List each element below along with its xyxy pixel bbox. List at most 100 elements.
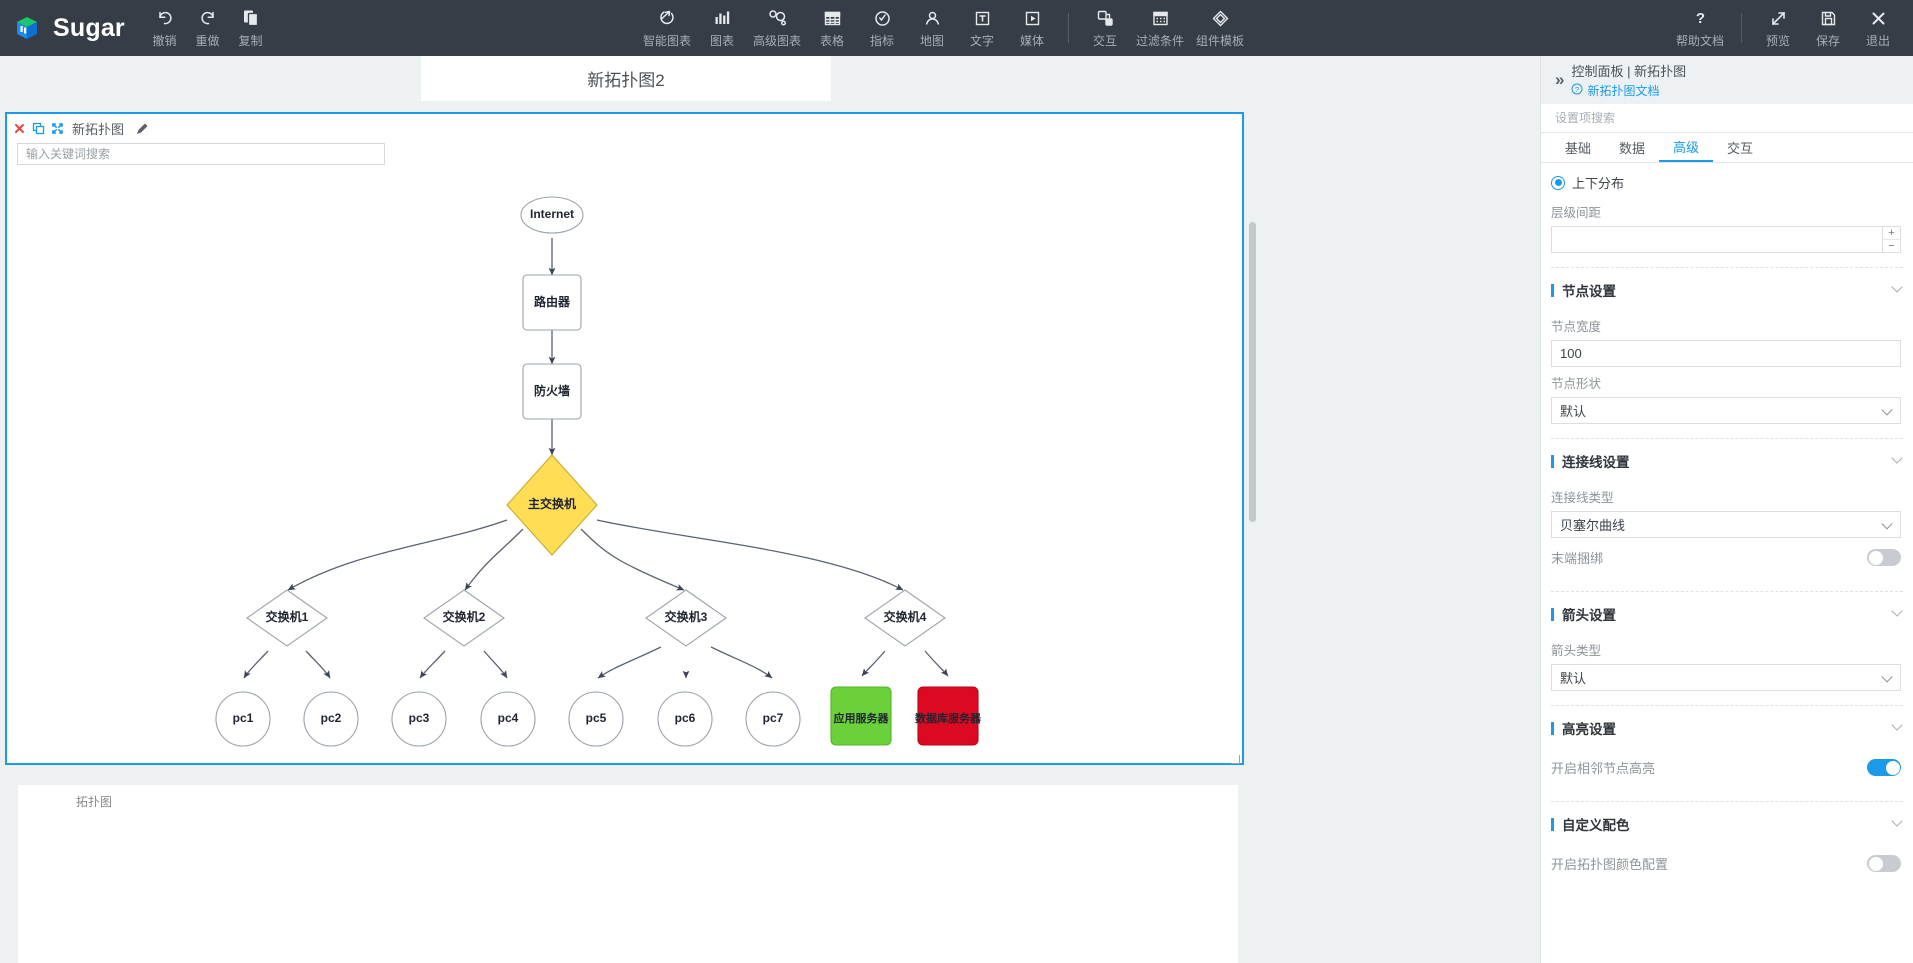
topology-nodes[interactable]: Internet 路由器 防火墙 主交换机 bbox=[215, 196, 982, 747]
edge-type-select[interactable]: 贝塞尔曲线 bbox=[1551, 511, 1901, 538]
level-spacing-stepper[interactable]: + − bbox=[1882, 227, 1900, 252]
component-template-button[interactable]: 组件模板 bbox=[1190, 7, 1250, 49]
layout-radio-vertical[interactable]: 上下分布 bbox=[1541, 163, 1913, 196]
level-spacing-label: 层级间距 bbox=[1551, 206, 1602, 220]
topology-widget[interactable]: 新拓扑图 bbox=[5, 112, 1244, 765]
neighbor-highlight-label: 开启相邻节点高亮 bbox=[1551, 761, 1656, 776]
component-template-icon bbox=[1210, 7, 1231, 29]
pencil-icon[interactable] bbox=[136, 122, 149, 135]
exit-button[interactable]: 退出 bbox=[1853, 7, 1903, 49]
node-label-app-server: 应用服务器 bbox=[834, 711, 890, 725]
node-label-pc1: pc1 bbox=[233, 711, 254, 725]
node-width-input[interactable]: 100 bbox=[1551, 340, 1901, 367]
filter-icon bbox=[1150, 7, 1171, 29]
node-pc4[interactable]: pc4 bbox=[480, 691, 536, 747]
smart-chart-button[interactable]: 智能图表 bbox=[637, 7, 697, 49]
canvas-scrollbar[interactable] bbox=[1248, 112, 1257, 765]
widget-resize-handle[interactable] bbox=[1230, 751, 1240, 764]
widget-fullscreen-icon[interactable] bbox=[51, 122, 64, 135]
sugar-cube-logo bbox=[12, 13, 42, 43]
settings-search-row bbox=[1541, 104, 1913, 133]
section-arrow-settings-header[interactable]: 箭头设置 bbox=[1541, 592, 1913, 634]
topology-search-input[interactable] bbox=[17, 143, 385, 165]
topology-color-config-toggle[interactable] bbox=[1867, 855, 1901, 872]
node-pc6[interactable]: pc6 bbox=[657, 691, 713, 747]
topology-graph[interactable]: Internet 路由器 防火墙 主交换机 bbox=[7, 165, 1242, 760]
top-toolbar: Sugar 撤销 重做 bbox=[0, 0, 1913, 56]
interaction-button[interactable]: 交互 bbox=[1080, 7, 1130, 49]
tab-advanced[interactable]: 高级 bbox=[1659, 133, 1714, 162]
section-edge-settings-header[interactable]: 连接线设置 bbox=[1541, 439, 1913, 481]
save-button[interactable]: 保存 bbox=[1803, 7, 1853, 49]
save-label: 保存 bbox=[1815, 34, 1840, 48]
section-node-settings-header[interactable]: 节点设置 bbox=[1541, 268, 1913, 310]
chevron-down-icon[interactable] bbox=[1891, 815, 1903, 827]
edge-type-field: 连接线类型 贝塞尔曲线 bbox=[1541, 481, 1913, 538]
section-custom-color-header[interactable]: 自定义配色 bbox=[1541, 802, 1913, 844]
smart-chart-icon bbox=[657, 7, 678, 29]
settings-panel-body[interactable]: 上下分布 层级间距 + − 节点设置 节点宽度 100 bbox=[1541, 163, 1913, 961]
media-button[interactable]: 媒体 bbox=[1007, 7, 1057, 49]
node-pc7[interactable]: pc7 bbox=[745, 691, 801, 747]
node-router[interactable]: 路由器 bbox=[522, 274, 582, 331]
arrow-type-select[interactable]: 默认 bbox=[1551, 664, 1901, 691]
brand-name: Sugar bbox=[53, 13, 125, 42]
section-highlight-settings-header[interactable]: 高亮设置 bbox=[1541, 706, 1913, 748]
node-switch-1[interactable]: 交换机1 bbox=[246, 589, 328, 647]
doc-link[interactable]: ? 新拓扑图文档 bbox=[1571, 82, 1686, 99]
section-custom-color-title: 自定义配色 bbox=[1562, 818, 1630, 833]
map-button[interactable]: 地图 bbox=[907, 7, 957, 49]
section-accent-bar bbox=[1551, 721, 1554, 735]
close-x-icon bbox=[1868, 7, 1889, 29]
node-pc5[interactable]: pc5 bbox=[568, 691, 624, 747]
help-doc-button[interactable]: ? 帮助文档 bbox=[1670, 7, 1730, 49]
redo-icon bbox=[198, 7, 218, 29]
exit-label: 退出 bbox=[1865, 34, 1890, 48]
arrow-type-field: 箭头类型 默认 bbox=[1541, 634, 1913, 691]
double-chevron-right-icon[interactable]: » bbox=[1555, 70, 1565, 89]
stepper-decrement[interactable]: − bbox=[1888, 240, 1895, 252]
chevron-down-icon[interactable] bbox=[1891, 452, 1903, 464]
section-node-settings-title: 节点设置 bbox=[1562, 284, 1616, 299]
chart-button[interactable]: 图表 bbox=[697, 7, 747, 49]
topology-svg: Internet 路由器 防火墙 主交换机 bbox=[215, 196, 982, 747]
node-pc2[interactable]: pc2 bbox=[303, 691, 359, 747]
tab-data[interactable]: 数据 bbox=[1619, 141, 1646, 156]
filter-button[interactable]: 过滤条件 bbox=[1130, 7, 1190, 49]
node-app-server[interactable]: 应用服务器 bbox=[830, 686, 892, 746]
node-pc3[interactable]: pc3 bbox=[391, 691, 447, 747]
node-switch-4[interactable]: 交换机4 bbox=[864, 589, 946, 647]
undo-button[interactable]: 撤销 bbox=[143, 7, 186, 49]
layout-radio-label: 上下分布 bbox=[1572, 176, 1625, 191]
node-internet[interactable]: Internet bbox=[520, 196, 584, 234]
node-pc1[interactable]: pc1 bbox=[215, 691, 271, 747]
node-switch-3[interactable]: 交换机3 bbox=[645, 589, 727, 647]
stepper-increment[interactable]: + bbox=[1883, 227, 1900, 240]
preview-button[interactable]: 预览 bbox=[1753, 7, 1803, 49]
chevron-down-icon[interactable] bbox=[1891, 605, 1903, 617]
text-button[interactable]: 文字 bbox=[957, 7, 1007, 49]
section-edge-settings-title: 连接线设置 bbox=[1562, 455, 1630, 470]
node-main-switch[interactable]: 主交换机 bbox=[506, 454, 598, 556]
settings-search-input[interactable] bbox=[1555, 111, 1875, 125]
widget-close-icon[interactable] bbox=[13, 122, 26, 135]
redo-button[interactable]: 重做 bbox=[186, 7, 229, 49]
table-button[interactable]: 表格 bbox=[807, 7, 857, 49]
chevron-down-icon[interactable] bbox=[1891, 719, 1903, 731]
widget-duplicate-icon[interactable] bbox=[32, 122, 45, 135]
node-shape-select[interactable]: 默认 bbox=[1551, 397, 1901, 424]
level-spacing-input[interactable]: + − bbox=[1551, 226, 1901, 253]
node-switch-2[interactable]: 交换机2 bbox=[423, 589, 505, 647]
edge-bundling-toggle[interactable] bbox=[1867, 549, 1901, 566]
lower-widget[interactable]: 拓扑图 bbox=[18, 785, 1238, 963]
canvas-scrollbar-thumb[interactable] bbox=[1249, 222, 1256, 522]
node-firewall[interactable]: 防火墙 bbox=[522, 363, 582, 420]
node-db-server[interactable]: 数据库服务器 bbox=[915, 686, 982, 746]
metric-button[interactable]: 指标 bbox=[857, 7, 907, 49]
chevron-down-icon[interactable] bbox=[1891, 281, 1903, 293]
copy-button[interactable]: 复制 bbox=[229, 7, 272, 49]
tab-interaction[interactable]: 交互 bbox=[1727, 141, 1754, 156]
tab-basic[interactable]: 基础 bbox=[1565, 141, 1592, 156]
neighbor-highlight-toggle[interactable] bbox=[1867, 759, 1901, 776]
advanced-chart-button[interactable]: 高级图表 bbox=[747, 7, 807, 49]
